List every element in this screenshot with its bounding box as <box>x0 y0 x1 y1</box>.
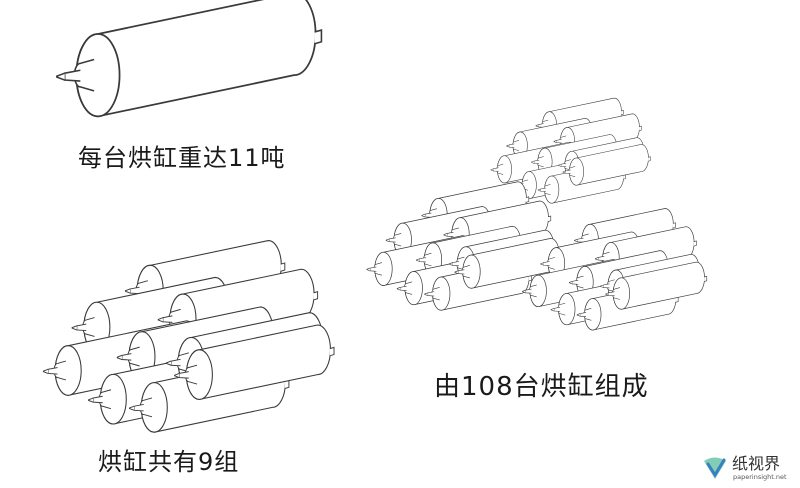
caption-total-cylinders: 由108台烘缸组成 <box>434 372 649 402</box>
single-cylinder <box>55 0 323 118</box>
watermark: 纸视界 paperinsight.net <box>700 448 798 486</box>
paper-logo-icon <box>704 457 726 479</box>
cylinder-cluster-right <box>522 209 706 331</box>
caption-machine-group: 烘缸共有9组 <box>98 448 240 476</box>
watermark-name: 纸视界 <box>732 454 781 473</box>
cylinder-group-nine <box>43 241 334 433</box>
watermark-url: paperinsight.net <box>733 473 787 481</box>
caption-single-cylinder: 每台烘缸重达11吨 <box>78 144 286 172</box>
